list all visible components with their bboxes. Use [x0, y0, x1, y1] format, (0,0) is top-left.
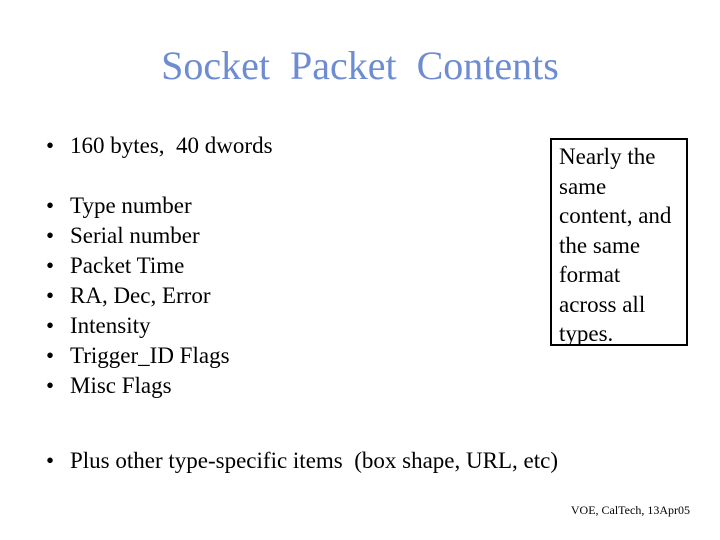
- bullet-item: • Intensity: [46, 311, 230, 341]
- bullet-icon: •: [46, 193, 55, 218]
- bullet-text: Packet Time: [70, 253, 185, 278]
- bullet-icon: •: [46, 283, 55, 308]
- bullet-text: Type number: [70, 193, 192, 218]
- bullet-text: 160 bytes, 40 dwords: [70, 133, 273, 158]
- callout-line: Nearly the: [559, 144, 656, 169]
- bullet-text: Intensity: [70, 313, 151, 338]
- callout-line: the same: [559, 232, 641, 258]
- footer-credit: VOE, CalTech, 13Apr05: [570, 503, 690, 517]
- bullet-text: Trigger_ID Flags: [70, 343, 230, 368]
- callout-line: format: [559, 262, 621, 287]
- callout-line: same: [559, 173, 607, 199]
- bullet-item: • Plus other type-specific items (box sh…: [46, 446, 558, 476]
- bullet-item: • Packet Time: [46, 251, 230, 281]
- callout-line: across all: [559, 291, 646, 317]
- bullet-text: Plus other type-specific items (box shap…: [70, 448, 558, 473]
- callout-box: Nearly the same content, and the same format…: [550, 138, 688, 346]
- bullet-icon: •: [46, 313, 55, 338]
- bullet-item: • 160 bytes, 40 dwords: [46, 131, 273, 161]
- bullet-item: • Type number: [46, 191, 230, 221]
- bullet-list-top: • 160 bytes, 40 dwords: [46, 131, 273, 161]
- bullet-list-bottom: • Plus other type-specific items (box sh…: [46, 446, 558, 476]
- bullet-list-main: • Type number • Serial number • Packet T…: [46, 191, 230, 401]
- bullet-item: • Serial number: [46, 221, 230, 251]
- bullet-text: RA, Dec, Error: [70, 283, 211, 308]
- bullet-icon: •: [46, 373, 55, 398]
- callout-line: content, and: [559, 203, 672, 228]
- bullet-icon: •: [46, 133, 55, 158]
- bullet-icon: •: [46, 253, 55, 278]
- bullet-item: • RA, Dec, Error: [46, 281, 230, 311]
- callout-line: types.: [559, 321, 614, 346]
- bullet-text: Misc Flags: [70, 373, 172, 398]
- bullet-icon: •: [46, 343, 55, 368]
- bullet-item: • Misc Flags: [46, 371, 230, 401]
- slide-title: Socket Packet Contents: [161, 43, 559, 88]
- bullet-icon: •: [46, 223, 55, 248]
- bullet-icon: •: [46, 448, 55, 473]
- bullet-text: Serial number: [70, 223, 200, 248]
- bullet-item: • Trigger_ID Flags: [46, 341, 230, 371]
